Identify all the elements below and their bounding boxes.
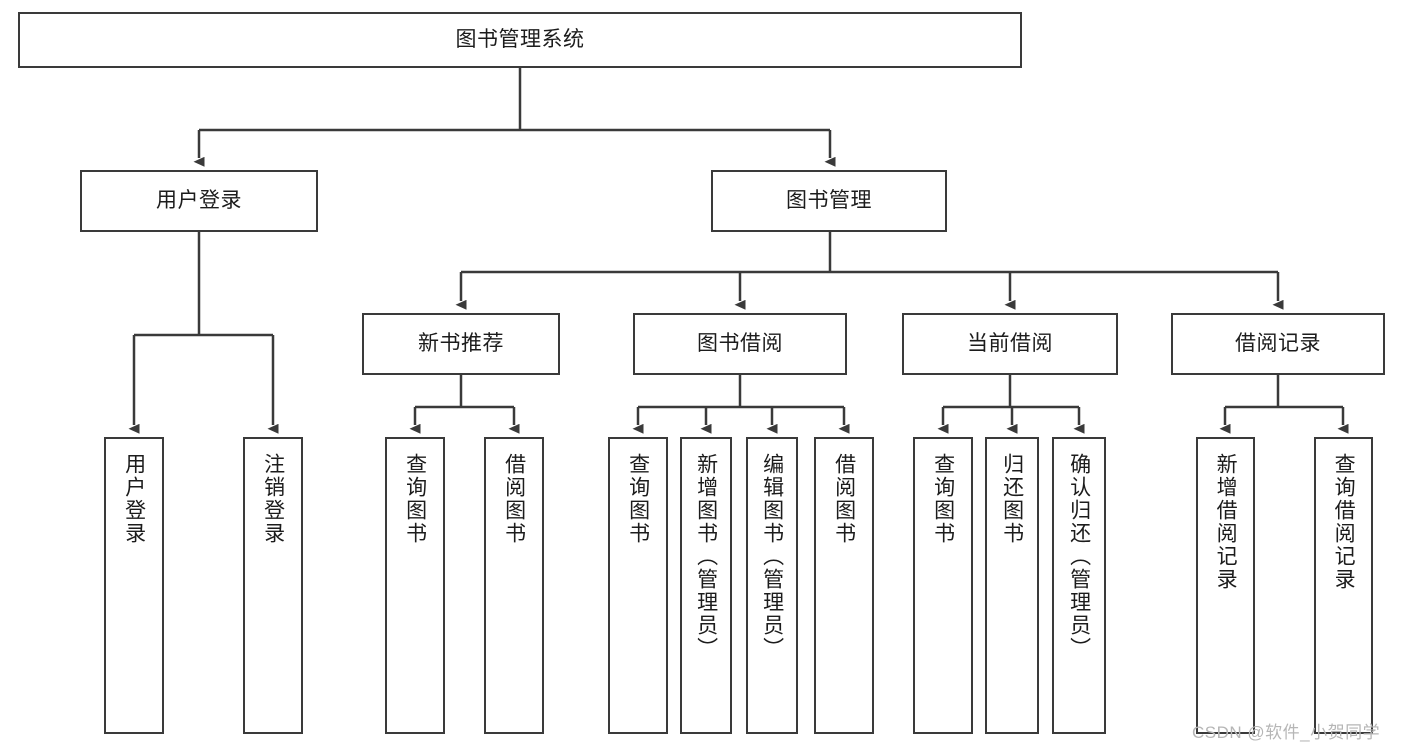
node-level2-0-label: 用户登录: [156, 188, 242, 212]
node-leaf-10[interactable]: 确认归还（管理员）: [1052, 437, 1106, 734]
node-leaf-1[interactable]: 注销登录: [243, 437, 303, 734]
node-level3-1[interactable]: 图书借阅: [633, 313, 847, 375]
node-leaf-12[interactable]: 查询借阅记录: [1314, 437, 1373, 734]
node-leaf-7[interactable]: 借阅图书: [814, 437, 874, 734]
node-leaf-5-label: 新增图书（管理员）: [694, 453, 718, 660]
node-leaf-6-label: 编辑图书（管理员）: [760, 453, 784, 660]
node-level3-0-label: 新书推荐: [418, 331, 504, 355]
node-leaf-5[interactable]: 新增图书（管理员）: [680, 437, 732, 734]
node-level2-1-label: 图书管理: [786, 188, 872, 212]
node-root-label: 图书管理系统: [455, 27, 585, 51]
csdn-watermark: CSDN @软件_小贺同学: [1192, 723, 1381, 742]
node-level2-0[interactable]: 用户登录: [80, 170, 318, 232]
node-leaf-2[interactable]: 查询图书: [385, 437, 445, 734]
node-leaf-4[interactable]: 查询图书: [608, 437, 668, 734]
node-root[interactable]: 图书管理系统: [18, 12, 1022, 68]
node-leaf-4-label: 查询图书: [626, 453, 650, 545]
node-level3-2-label: 当前借阅: [967, 331, 1053, 355]
node-leaf-2-label: 查询图书: [403, 453, 427, 545]
node-level2-1[interactable]: 图书管理: [711, 170, 947, 232]
node-leaf-10-label: 确认归还（管理员）: [1067, 453, 1091, 660]
node-level3-0[interactable]: 新书推荐: [362, 313, 560, 375]
node-level3-1-label: 图书借阅: [697, 331, 783, 355]
node-leaf-1-label: 注销登录: [261, 453, 285, 545]
node-leaf-9[interactable]: 归还图书: [985, 437, 1039, 734]
node-leaf-8[interactable]: 查询图书: [913, 437, 973, 734]
node-level3-3[interactable]: 借阅记录: [1171, 313, 1385, 375]
node-level3-2[interactable]: 当前借阅: [902, 313, 1118, 375]
node-leaf-0-label: 用户登录: [122, 453, 146, 545]
node-leaf-7-label: 借阅图书: [832, 453, 856, 545]
node-level3-3-label: 借阅记录: [1235, 331, 1321, 355]
node-leaf-11-label: 新增借阅记录: [1214, 453, 1238, 591]
node-leaf-8-label: 查询图书: [931, 453, 955, 545]
node-leaf-3[interactable]: 借阅图书: [484, 437, 544, 734]
node-leaf-3-label: 借阅图书: [502, 453, 526, 545]
node-leaf-9-label: 归还图书: [1000, 453, 1024, 545]
node-leaf-11[interactable]: 新增借阅记录: [1196, 437, 1255, 734]
node-leaf-12-label: 查询借阅记录: [1332, 453, 1356, 591]
node-leaf-6[interactable]: 编辑图书（管理员）: [746, 437, 798, 734]
node-leaf-0[interactable]: 用户登录: [104, 437, 164, 734]
